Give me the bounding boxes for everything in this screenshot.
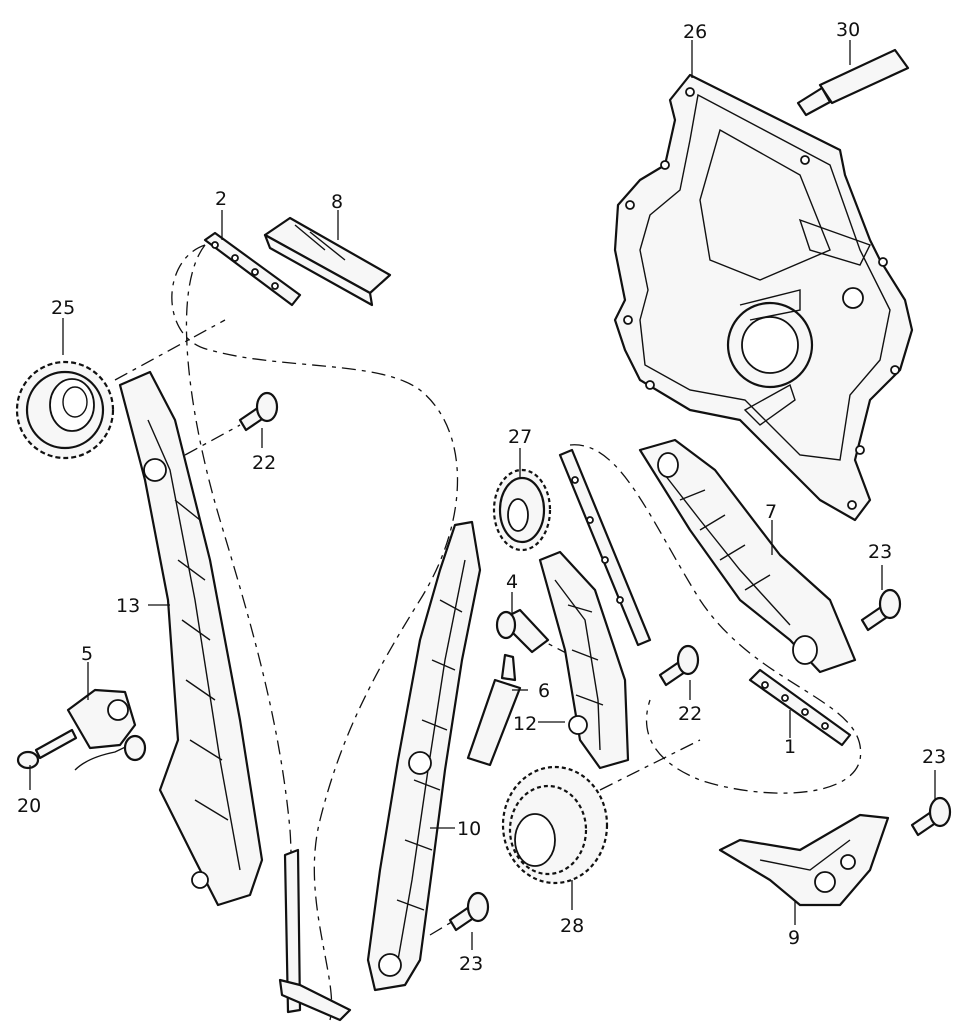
callout-22b: 22 xyxy=(678,703,702,725)
callout-25: 25 xyxy=(51,297,75,319)
chain-segment-bottom xyxy=(278,848,352,1022)
callout-2: 2 xyxy=(215,188,227,210)
sealant-tube-part xyxy=(796,48,910,117)
rail-7-part xyxy=(638,438,857,674)
callout-23b: 23 xyxy=(922,746,946,768)
callout-28: 28 xyxy=(560,915,584,937)
axis-line-25 xyxy=(114,319,226,381)
chain-segment-right xyxy=(748,668,852,747)
axis-line-28 xyxy=(599,739,701,791)
chain-path-right xyxy=(569,444,862,794)
sprocket-27-part xyxy=(492,468,552,552)
bolt-22-lower-part xyxy=(658,644,700,687)
crankshaft-sprocket-part xyxy=(501,765,609,885)
chain-path-left-outer xyxy=(185,244,301,1001)
bolt-20-part xyxy=(16,728,78,770)
callout-8: 8 xyxy=(331,191,343,213)
callout-20: 20 xyxy=(17,795,41,817)
sliding-rail-part xyxy=(538,550,630,770)
callout-27: 27 xyxy=(508,426,532,448)
chain-tensioner-part xyxy=(66,688,147,771)
callout-10: 10 xyxy=(457,818,481,840)
callout-7: 7 xyxy=(765,501,777,523)
callout-5: 5 xyxy=(81,643,93,665)
callout-26: 26 xyxy=(683,21,707,43)
bolt-23-right-upper-part xyxy=(860,588,902,632)
callout-9: 9 xyxy=(788,927,800,949)
axis-line-22a xyxy=(184,424,241,456)
guide-rail-part xyxy=(366,520,482,992)
guide-9-part xyxy=(718,813,890,907)
bolt-22-upper-part xyxy=(238,391,279,432)
sealant-6-part xyxy=(466,653,522,767)
camshaft-sprocket-left-part xyxy=(15,360,115,460)
callout-22a: 22 xyxy=(252,452,276,474)
stud-bolt-4-part xyxy=(495,608,550,654)
callout-12: 12 xyxy=(513,713,537,735)
callout-23a: 23 xyxy=(868,541,892,563)
callout-6: 6 xyxy=(538,680,550,702)
callout-labels: 1 2 4 5 6 7 8 9 10 12 13 20 22 22 23 23 … xyxy=(17,19,946,975)
chain-segment-vertical xyxy=(558,448,652,647)
chain-segment-top xyxy=(203,231,302,307)
callout-4: 4 xyxy=(506,571,518,593)
guide-pad-part xyxy=(263,216,392,307)
bolt-23-lower-left-part xyxy=(448,891,490,932)
callout-30: 30 xyxy=(836,19,860,41)
axis-line-10 xyxy=(429,919,456,936)
callout-1: 1 xyxy=(784,736,796,758)
chain-path-left xyxy=(171,244,459,1021)
timing-cover-part xyxy=(613,73,914,522)
leader-lines xyxy=(29,40,936,950)
callout-13: 13 xyxy=(116,595,140,617)
callout-23c: 23 xyxy=(459,953,483,975)
bolt-23-right-lower-part xyxy=(910,796,952,837)
tensioning-rail-part xyxy=(118,370,264,907)
